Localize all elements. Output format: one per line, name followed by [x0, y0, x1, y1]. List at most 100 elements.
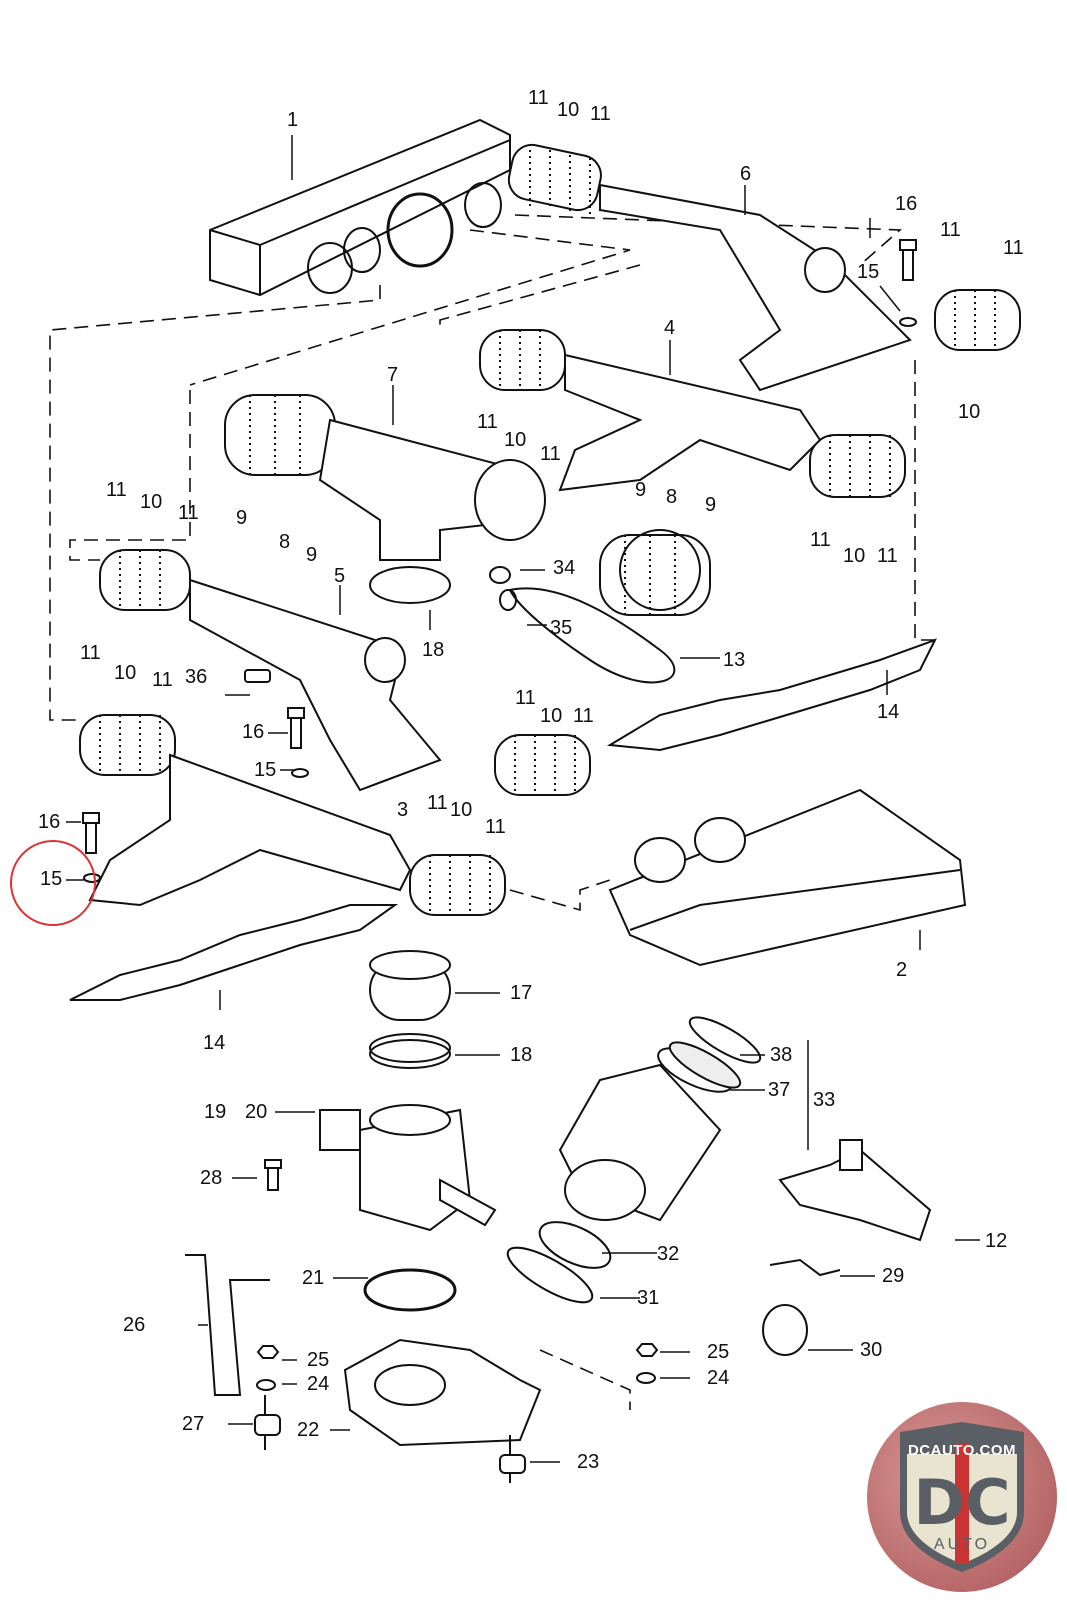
part-25-nut-right — [635, 1343, 659, 1357]
part-label-16[interactable]: 16 — [895, 193, 918, 215]
part-16-bolt-a — [899, 239, 917, 281]
part-label-9[interactable]: 9 — [635, 479, 647, 501]
part-1-airbox — [209, 118, 511, 297]
part-9-8-hose-right — [619, 529, 701, 611]
part-label-3[interactable]: 3 — [397, 799, 409, 821]
part-label-10[interactable]: 10 — [843, 545, 866, 567]
part-label-10[interactable]: 10 — [557, 99, 580, 121]
part-label-33[interactable]: 33 — [813, 1089, 836, 1111]
part-label-24[interactable]: 24 — [307, 1373, 330, 1395]
part-label-14[interactable]: 14 — [203, 1032, 226, 1054]
part-label-38[interactable]: 38 — [770, 1044, 793, 1066]
part-label-6[interactable]: 6 — [740, 163, 752, 185]
part-label-9[interactable]: 9 — [306, 544, 318, 566]
part-label-10[interactable]: 10 — [504, 429, 527, 451]
part-label-9[interactable]: 9 — [705, 494, 717, 516]
part-label-11[interactable]: 11 — [1003, 237, 1024, 259]
part-label-11[interactable]: 11 — [477, 411, 498, 433]
part-25-nut-left — [256, 1345, 280, 1359]
part-label-1[interactable]: 1 — [287, 109, 299, 131]
part-label-18[interactable]: 18 — [510, 1044, 533, 1066]
part-label-21[interactable]: 21 — [302, 1267, 325, 1289]
part-label-17[interactable]: 17 — [510, 982, 533, 1004]
part-14-gasket-upper — [606, 638, 938, 752]
part-18-clamp — [369, 1033, 451, 1069]
part-label-32[interactable]: 32 — [657, 1243, 680, 1265]
part-label-12[interactable]: 12 — [985, 1230, 1008, 1252]
part-label-15[interactable]: 15 — [254, 759, 277, 781]
part-label-9[interactable]: 9 — [236, 507, 248, 529]
part-label-34[interactable]: 34 — [553, 557, 576, 579]
part-label-16[interactable]: 16 — [242, 721, 265, 743]
part-label-11[interactable]: 11 — [427, 792, 448, 814]
part-label-7[interactable]: 7 — [387, 364, 399, 386]
part-label-15[interactable]: 15 — [857, 261, 880, 283]
part-label-8[interactable]: 8 — [279, 531, 291, 553]
part-label-26[interactable]: 26 — [123, 1314, 146, 1336]
part-label-11[interactable]: 11 — [810, 529, 831, 551]
part-label-11[interactable]: 11 — [528, 87, 549, 109]
part-label-27[interactable]: 27 — [182, 1413, 205, 1435]
logo-main-text: DC — [913, 1466, 1011, 1539]
part-label-19[interactable]: 19 — [204, 1101, 227, 1123]
part-label-10[interactable]: 10 — [140, 491, 163, 513]
part-label-25[interactable]: 25 — [707, 1341, 730, 1363]
part-label-28[interactable]: 28 — [200, 1167, 223, 1189]
part-label-11[interactable]: 11 — [152, 669, 173, 691]
shield-icon — [900, 1422, 1024, 1572]
part-label-11[interactable]: 11 — [80, 642, 101, 664]
part-29-bracket — [769, 1258, 841, 1277]
part-17-filter-sleeve — [369, 950, 451, 1021]
part-label-2[interactable]: 2 — [896, 959, 908, 981]
part-37-screen — [668, 1041, 742, 1089]
part-label-10[interactable]: 10 — [114, 662, 137, 684]
part-label-37[interactable]: 37 — [768, 1079, 791, 1101]
part-label-16[interactable]: 16 — [38, 811, 61, 833]
part-27-mount — [254, 1395, 281, 1450]
part-label-23[interactable]: 23 — [577, 1451, 600, 1473]
part-label-11[interactable]: 11 — [515, 687, 536, 709]
part-label-35[interactable]: 35 — [550, 617, 573, 639]
logo-top-text: DCAUTO.COM — [907, 1442, 1017, 1459]
part-14-gasket-lower — [69, 904, 399, 1001]
part-15-washer-b — [291, 768, 309, 778]
part-28-bolt — [264, 1159, 282, 1191]
part-13-hose — [508, 587, 676, 684]
part-label-5[interactable]: 5 — [334, 565, 346, 587]
part-label-11[interactable]: 11 — [940, 219, 961, 241]
part-label-14[interactable]: 14 — [877, 701, 900, 723]
part-label-15-highlighted[interactable]: 15 — [40, 868, 63, 890]
part-label-11[interactable]: 11 — [573, 705, 594, 727]
part-35-clamp — [499, 589, 517, 611]
highlight-circle-part-15 — [10, 840, 96, 926]
part-label-11[interactable]: 11 — [540, 443, 561, 465]
part-label-8[interactable]: 8 — [666, 486, 678, 508]
part-label-29[interactable]: 29 — [882, 1265, 905, 1287]
part-label-4[interactable]: 4 — [664, 317, 676, 339]
part-12-valve — [778, 1139, 932, 1242]
leader-lines — [66, 135, 980, 1463]
part-label-30[interactable]: 30 — [860, 1339, 883, 1361]
part-label-25[interactable]: 25 — [307, 1349, 330, 1371]
part-2-airbox — [608, 788, 967, 967]
part-label-11[interactable]: 11 — [106, 479, 127, 501]
part-label-31[interactable]: 31 — [637, 1287, 660, 1309]
part-4-manifold — [558, 353, 822, 492]
dcauto-logo[interactable]: DCAUTO.COM DC AUTO — [867, 1402, 1057, 1592]
part-label-20[interactable]: 20 — [245, 1101, 268, 1123]
part-23-mount — [499, 1435, 526, 1483]
part-label-11[interactable]: 11 — [877, 545, 898, 567]
part-label-11[interactable]: 11 — [485, 816, 506, 838]
part-label-13[interactable]: 13 — [723, 649, 746, 671]
part-label-11[interactable]: 11 — [590, 103, 611, 125]
part-label-36[interactable]: 36 — [185, 666, 208, 688]
part-label-18[interactable]: 18 — [422, 639, 445, 661]
part-label-10[interactable]: 10 — [450, 799, 473, 821]
part-label-24[interactable]: 24 — [707, 1367, 730, 1389]
part-32-seal — [538, 1221, 612, 1269]
part-label-22[interactable]: 22 — [297, 1419, 320, 1441]
part-label-10[interactable]: 10 — [540, 705, 563, 727]
part-label-11[interactable]: 11 — [178, 502, 199, 524]
part-label-10[interactable]: 10 — [958, 401, 981, 423]
